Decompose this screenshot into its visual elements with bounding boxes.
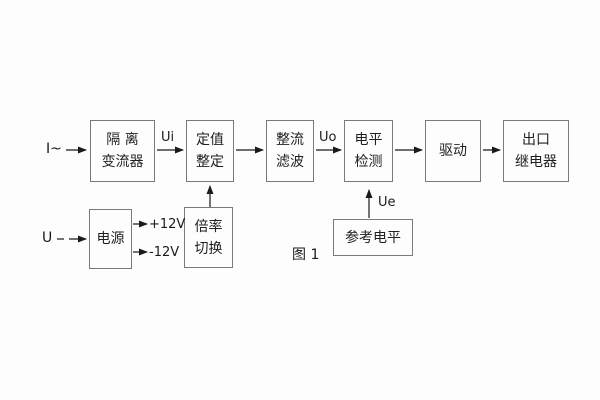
signal-label-input-current: I~ — [46, 141, 62, 157]
signal-label-plus12v: +12V — [149, 217, 186, 232]
signal-label-minus12v: -12V — [149, 245, 180, 260]
block-output-relay: 出口 继电器 — [503, 120, 569, 182]
signal-label-ui: Ui — [161, 130, 175, 145]
block-level-detection: 电平 检测 — [344, 120, 393, 182]
block-label-line: 整定 — [196, 154, 224, 170]
block-label-line: 切换 — [194, 240, 223, 257]
block-ratio-switch: 倍率 切换 — [184, 207, 233, 268]
block-rectifier-filter: 整流 滤波 — [266, 120, 314, 182]
block-label-line: 参考电平 — [345, 229, 401, 246]
block-label-line: 出口 — [522, 132, 550, 148]
block-label-line: 隔 离 — [106, 132, 139, 148]
block-label-line: 检测 — [354, 154, 383, 170]
block-power-supply: 电源 — [89, 209, 132, 269]
block-label-line: 驱动 — [439, 143, 467, 159]
block-isolation-transformer: 隔 离 变流器 — [90, 120, 155, 182]
block-label-line: 电源 — [96, 231, 125, 247]
block-label-line: 电平 — [354, 132, 383, 148]
signal-label-input-voltage: U — [42, 230, 53, 246]
block-setting-adjustment: 定值 整定 — [186, 120, 234, 182]
block-label-line: 整流 — [276, 132, 304, 148]
block-label-line: 倍率 — [194, 218, 223, 235]
block-reference-level: 参考电平 — [333, 219, 413, 256]
signal-label-uo: Uo — [319, 130, 337, 145]
block-label-line: 滤波 — [276, 154, 304, 170]
block-label-line: 继电器 — [515, 154, 557, 170]
block-label-line: 定值 — [196, 132, 224, 148]
block-drive: 驱动 — [425, 120, 481, 182]
figure-caption: 图 1 — [292, 247, 320, 263]
block-label-line: 变流器 — [101, 154, 144, 170]
signal-label-ue: Ue — [378, 195, 396, 210]
